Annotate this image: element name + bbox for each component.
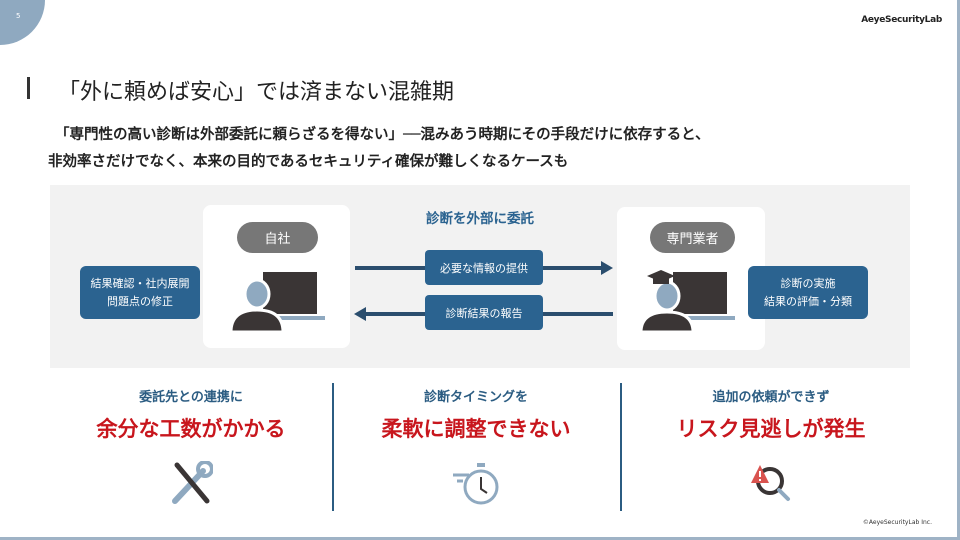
arrow-left-icon xyxy=(354,307,366,321)
issue-heading: 診断タイミングを xyxy=(423,390,528,405)
task-line: 問題点の修正 xyxy=(107,294,173,308)
issue-problem: 柔軟に調整できない xyxy=(381,417,571,441)
column-divider xyxy=(620,383,622,511)
copyright: ©AeyeSecurityLab Inc. xyxy=(862,519,932,526)
lead-line-2: 非効率さだけでなく、本来の目的であるセキュリティ確保が難しくなるケースも xyxy=(48,154,569,170)
issue-heading: 追加の依頼ができず xyxy=(712,390,830,405)
lead-line-1: 「専門性の高い診断は外部委託に頼らざるを得ない」──混みあう時期にその手段だけに… xyxy=(55,127,710,143)
issue-column-effort: 委託先との連携に 余分な工数がかかる xyxy=(56,386,326,509)
vendor-pill: 専門業者 xyxy=(650,222,735,253)
page-number: 5 xyxy=(16,12,21,20)
stopwatch-icon xyxy=(453,463,499,505)
issue-heading: 委託先との連携に xyxy=(139,390,243,405)
info-provision-label: 必要な情報の提供 xyxy=(425,250,543,285)
expert-at-computer-icon xyxy=(639,270,735,333)
issue-column-risk: 追加の依頼ができず リスク見逃しが発生 xyxy=(636,386,906,509)
task-line: 診断の実施 xyxy=(780,277,836,291)
title-bar xyxy=(27,77,30,99)
issue-column-timing: 診断タイミングを 柔軟に調整できない xyxy=(341,386,611,509)
page-title: 「外に頼めば安心」では済まない混雑期 xyxy=(58,80,455,105)
own-company-tasks: 結果確認・社内展開 問題点の修正 xyxy=(80,266,200,319)
column-divider xyxy=(332,383,334,511)
warning-search-icon xyxy=(751,465,790,501)
diagram-header: 診断を外部に委託 xyxy=(426,211,534,227)
person-at-computer-icon xyxy=(229,272,325,333)
logo: AeyeSecurityLab xyxy=(861,15,942,25)
result-report-label: 診断結果の報告 xyxy=(425,295,543,330)
own-company-pill: 自社 xyxy=(237,222,318,253)
tools-icon xyxy=(172,460,214,504)
vendor-tasks: 診断の実施 結果の評価・分類 xyxy=(748,266,868,319)
issue-problem: 余分な工数がかかる xyxy=(96,417,286,441)
task-line: 結果確認・社内展開 xyxy=(90,277,190,291)
task-line: 結果の評価・分類 xyxy=(764,294,852,308)
page-corner xyxy=(0,0,45,45)
issue-problem: リスク見逃しが発生 xyxy=(676,417,866,441)
arrow-right-icon xyxy=(601,261,613,275)
